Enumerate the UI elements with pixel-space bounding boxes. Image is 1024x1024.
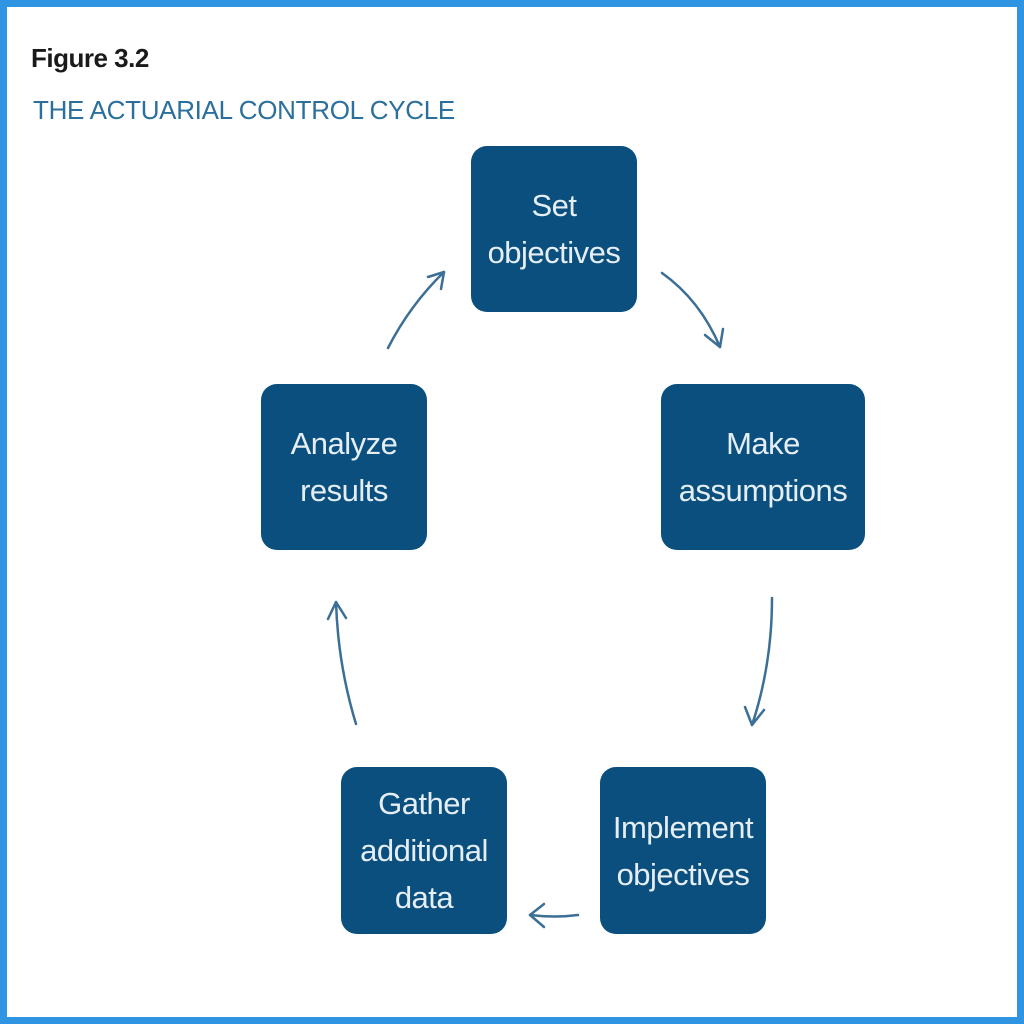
arrow-set-to-make [660, 271, 725, 349]
node-implement-objectives: Implement objectives [600, 767, 766, 934]
figure-title: THE ACTUARIAL CONTROL CYCLE [33, 95, 455, 125]
node-implement-objectives-label: Implement objectives [612, 809, 754, 892]
arrow-analyze-to-set [386, 270, 446, 350]
node-analyze-results-label: Analyze results [290, 426, 398, 508]
node-make-assumptions-label: Make assumptions [678, 426, 848, 508]
node-analyze-results: Analyze results [261, 384, 427, 550]
node-gather-additional-data-label: Gather additional data [360, 786, 488, 915]
arrow-make-to-implement [743, 596, 774, 727]
node-gather-additional-data: Gather additional data [341, 767, 507, 934]
node-set-objectives: Set objectives [471, 146, 637, 312]
node-make-assumptions: Make assumptions [661, 384, 865, 550]
figure-label: Figure 3.2 [31, 43, 149, 73]
arrow-gather-to-analyze [326, 600, 358, 726]
arrow-implement-to-gather [528, 902, 580, 929]
node-set-objectives-label: Set objectives [487, 188, 621, 270]
